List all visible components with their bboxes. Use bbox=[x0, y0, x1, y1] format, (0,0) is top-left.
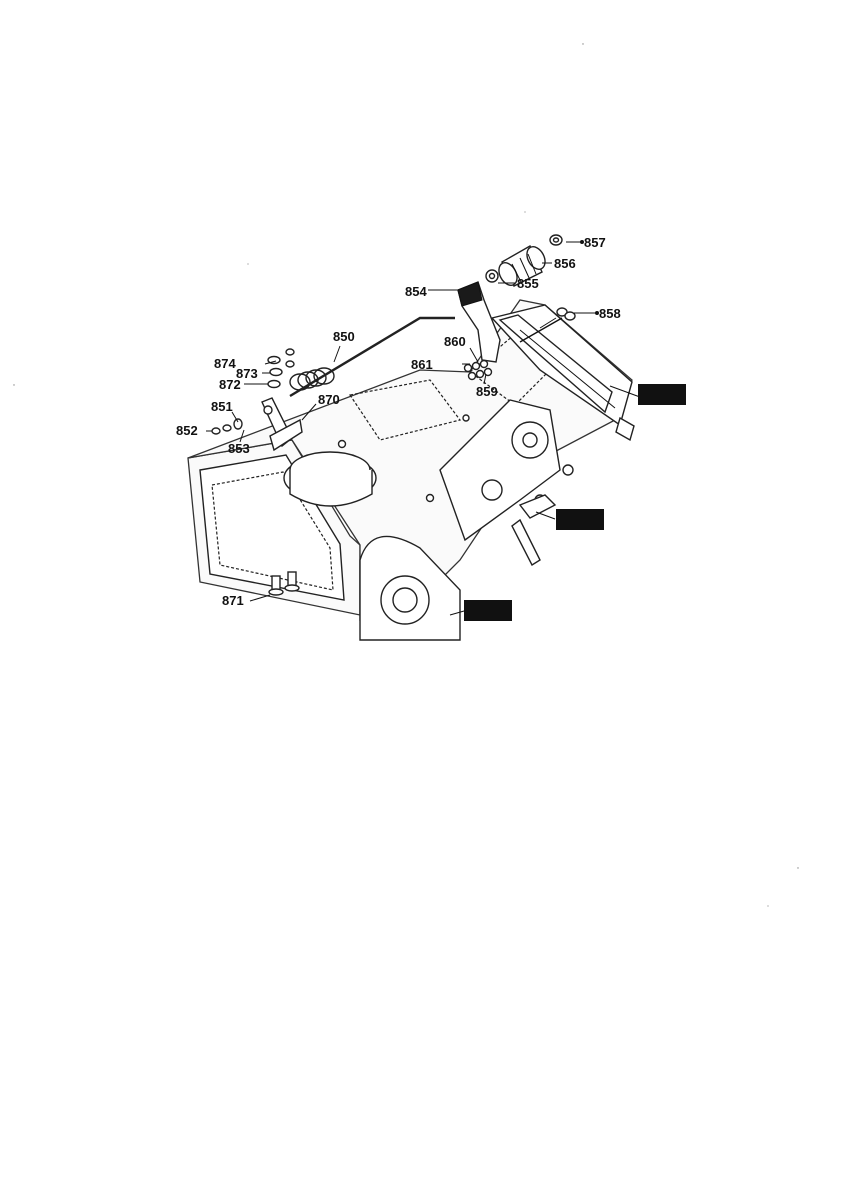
callout-tags bbox=[464, 384, 686, 621]
callout-tag-middle bbox=[556, 509, 604, 530]
exploded-parts bbox=[211, 234, 576, 452]
bolt-858 bbox=[539, 307, 576, 329]
callout-874: 874 bbox=[214, 356, 236, 371]
callout-tag-bottom bbox=[464, 600, 512, 621]
callout-856: 856 bbox=[554, 256, 576, 271]
callout-861: 861 bbox=[411, 357, 433, 372]
callout-tag-right bbox=[638, 384, 686, 405]
callout-858: 858 bbox=[599, 306, 621, 321]
scan-specks bbox=[13, 43, 799, 907]
roller-856 bbox=[498, 245, 546, 287]
callout-872: 872 bbox=[219, 377, 241, 392]
auger-housing bbox=[187, 299, 635, 641]
callout-853: 853 bbox=[228, 441, 250, 456]
callout-857: 857 bbox=[584, 235, 606, 250]
callout-859: 859 bbox=[476, 384, 498, 399]
callout-855: 855 bbox=[517, 276, 539, 291]
callout-871: 871 bbox=[222, 593, 244, 608]
hex-nuts-859-861 bbox=[463, 359, 493, 381]
spring-870 bbox=[289, 367, 335, 391]
bolt-pair-871 bbox=[268, 571, 300, 596]
callout-labels: 850 851 852 853 854 855 856 857 858 859 … bbox=[176, 235, 621, 608]
leader-lines bbox=[206, 240, 641, 616]
callout-851: 851 bbox=[211, 399, 233, 414]
callout-850: 850 bbox=[333, 329, 355, 344]
callout-870: 870 bbox=[318, 392, 340, 407]
callout-854: 854 bbox=[405, 284, 427, 299]
callout-852: 852 bbox=[176, 423, 198, 438]
callout-873: 873 bbox=[236, 366, 258, 381]
callout-860: 860 bbox=[444, 334, 466, 349]
